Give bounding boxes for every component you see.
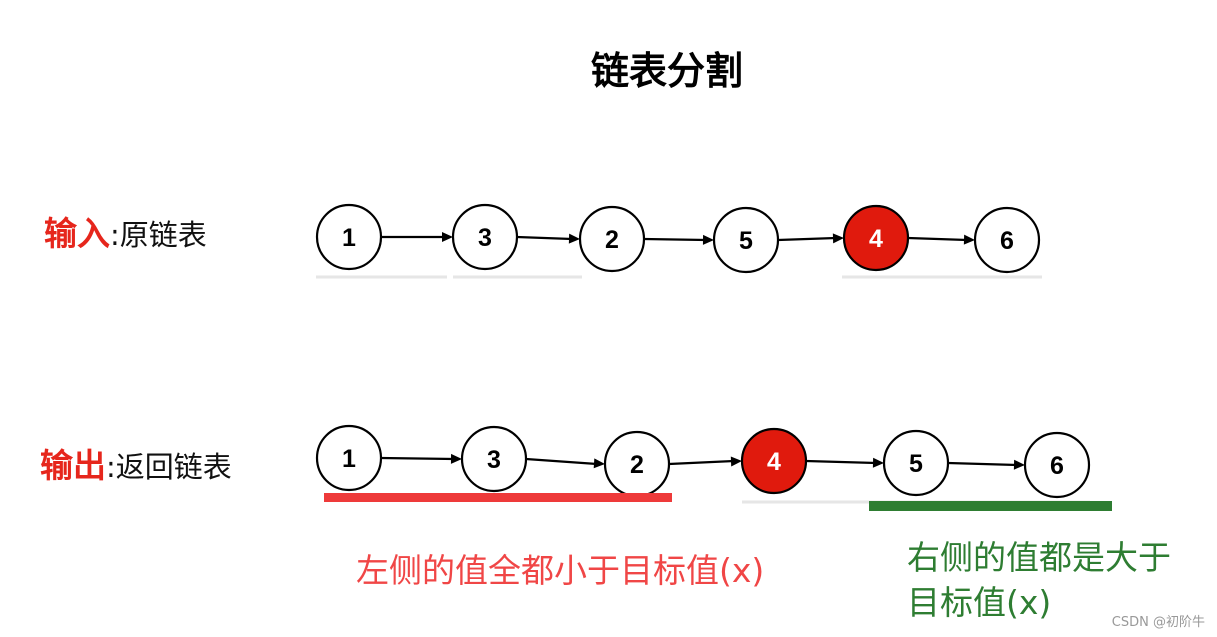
input-node-circle (973, 206, 1041, 274)
input-desc: :原链表 (110, 218, 207, 252)
output-desc: :返回链表 (106, 450, 232, 484)
output-arrow (380, 453, 462, 464)
output-node-5: 5 (882, 429, 950, 497)
input-node-circle (578, 205, 646, 273)
input-node-label: 3 (478, 224, 492, 252)
input-arrow (907, 234, 975, 245)
input-arrow (516, 233, 580, 244)
input-row-label: 输入:原链表 (44, 214, 207, 253)
output-node-circle (460, 425, 528, 493)
input-node-circle (451, 203, 519, 271)
input-node-label: 1 (342, 224, 356, 252)
input-linked-list: 1 3 2 5 4 6 (315, 203, 1042, 279)
output-node-1: 1 (315, 424, 383, 492)
input-arrow (381, 232, 453, 242)
right-group-underline (869, 501, 1112, 511)
output-key: 输出 (40, 446, 106, 485)
left-group-caption: 左侧的值全都小于目标值(x) (356, 551, 764, 590)
output-row-label: 输出:返回链表 (40, 446, 232, 485)
input-key: 输入 (44, 214, 110, 253)
output-node-2: 2 (603, 430, 671, 498)
output-node-label: 5 (909, 450, 923, 478)
output-arrow (525, 457, 605, 469)
output-node-circle (1023, 431, 1091, 499)
output-node-circle (882, 429, 950, 497)
output-arrow (947, 459, 1025, 470)
input-node-label: 6 (1000, 227, 1014, 255)
input-node-5: 5 (712, 206, 780, 274)
input-node-circle (842, 204, 910, 272)
input-node-2: 2 (578, 205, 646, 273)
input-node-label: 5 (739, 227, 753, 255)
input-node-1: 1 (315, 203, 383, 271)
output-linked-list: 1 3 2 4 5 6 (315, 424, 1091, 504)
input-node-circle (315, 203, 383, 271)
output-node-3: 3 (460, 425, 528, 493)
output-node-circle (740, 427, 808, 495)
input-node-3: 3 (451, 203, 519, 271)
output-node-6: 6 (1023, 431, 1091, 499)
right-group-caption-line1: 右侧的值都是大于 (907, 538, 1171, 577)
diagram-title: 链表分割 (591, 49, 743, 93)
input-arrow (643, 234, 714, 245)
output-node-4: 4 (740, 427, 808, 495)
input-arrow (777, 233, 844, 244)
output-arrow (668, 456, 742, 467)
output-arrow (805, 457, 884, 468)
output-node-circle (315, 424, 383, 492)
output-node-label: 2 (630, 451, 644, 479)
input-node-label: 4 (869, 225, 883, 253)
output-node-label: 6 (1050, 452, 1064, 480)
output-node-label: 4 (767, 448, 781, 476)
output-node-label: 1 (342, 445, 356, 473)
input-node-circle (712, 206, 780, 274)
output-node-label: 3 (487, 446, 501, 474)
input-node-6: 6 (973, 206, 1041, 274)
input-node-label: 2 (605, 226, 619, 254)
watermark: CSDN @初阶牛 (1112, 615, 1205, 630)
right-group-caption-line2: 目标值(x) (907, 583, 1051, 622)
input-node-4: 4 (842, 204, 910, 272)
left-group-underline (324, 493, 672, 502)
